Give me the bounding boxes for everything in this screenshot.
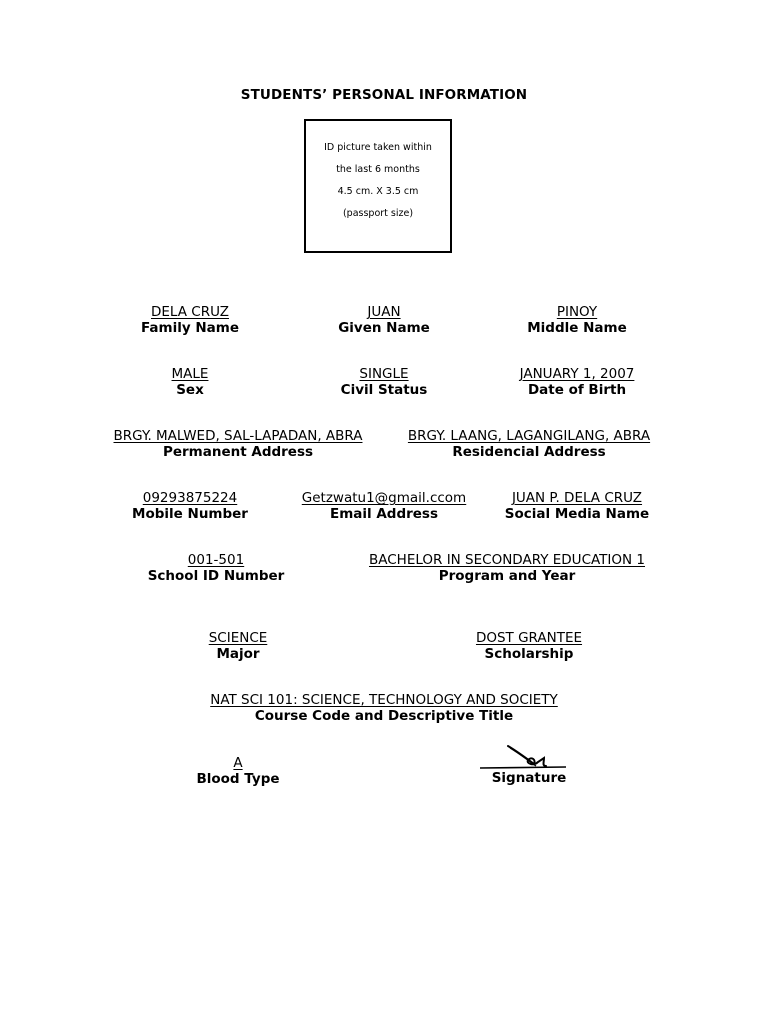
family-name-field: DELA CRUZ Family Name — [141, 304, 239, 336]
photo-instruction-line-3: 4.5 cm. X 3.5 cm — [337, 186, 419, 197]
sex-value: MALE — [171, 366, 209, 382]
blood-type-value: A — [233, 755, 243, 771]
major-label: Major — [216, 645, 260, 662]
date-of-birth-field: JANUARY 1, 2007 Date of Birth — [519, 366, 635, 398]
sex-label: Sex — [176, 381, 204, 398]
photo-instruction-line-4: (passport size) — [342, 208, 414, 219]
major-field: SCIENCE Major — [208, 630, 268, 662]
social-media-name-label: Social Media Name — [504, 505, 650, 522]
civil-status-value: SINGLE — [359, 366, 409, 382]
signature-label: Signature — [491, 770, 567, 786]
residencial-address-field: BRGY. LAANG, LAGANGILANG, ABRA Residenci… — [407, 428, 651, 460]
social-media-name-field: JUAN P. DELA CRUZ Social Media Name — [504, 490, 650, 522]
family-name-value: DELA CRUZ — [151, 304, 229, 320]
course-label: Course Code and Descriptive Title — [254, 707, 514, 724]
id-photo-placeholder: ID picture taken within the last 6 month… — [304, 119, 452, 253]
given-name-label: Given Name — [338, 319, 430, 336]
school-id-number-label: School ID Number — [147, 567, 285, 584]
photo-instruction-line-2: the last 6 months — [336, 164, 420, 175]
social-media-name-value: JUAN P. DELA CRUZ — [511, 490, 643, 506]
middle-name-label: Middle Name — [527, 319, 627, 336]
school-id-number-field: 001-501 School ID Number — [147, 552, 285, 584]
signature-field: Signature — [491, 770, 567, 787]
photo-instruction-line-1: ID picture taken within — [324, 142, 432, 153]
program-and-year-field: BACHELOR IN SECONDARY EDUCATION 1 Progra… — [368, 552, 646, 584]
scholarship-value: DOST GRANTEE — [475, 630, 583, 646]
mobile-number-label: Mobile Number — [132, 505, 248, 522]
residencial-address-value: BRGY. LAANG, LAGANGILANG, ABRA — [407, 428, 651, 444]
permanent-address-field: BRGY. MALWED, SAL-LAPADAN, ABRA Permanen… — [113, 428, 363, 460]
mobile-number-field: 09293875224 Mobile Number — [132, 490, 248, 522]
blood-type-label: Blood Type — [196, 770, 280, 787]
form-title: STUDENTS’ PERSONAL INFORMATION — [240, 87, 528, 103]
major-value: SCIENCE — [208, 630, 268, 646]
program-and-year-value: BACHELOR IN SECONDARY EDUCATION 1 — [368, 552, 646, 568]
mobile-number-value: 09293875224 — [142, 490, 238, 506]
scholarship-label: Scholarship — [484, 645, 574, 662]
school-id-number-value: 001-501 — [187, 552, 245, 568]
middle-name-field: PINOY Middle Name — [527, 304, 627, 336]
residencial-address-label: Residencial Address — [452, 443, 606, 460]
handwritten-signature — [479, 745, 567, 769]
course-field: NAT SCI 101: SCIENCE, TECHNOLOGY AND SOC… — [210, 692, 558, 724]
email-address-field: Getzwatu1@gmail.ccom Email Address — [301, 490, 467, 522]
permanent-address-value: BRGY. MALWED, SAL-LAPADAN, ABRA — [113, 428, 363, 444]
given-name-value: JUAN — [367, 304, 401, 320]
civil-status-field: SINGLE Civil Status — [340, 366, 428, 398]
middle-name-value: PINOY — [556, 304, 598, 320]
email-address-value: Getzwatu1@gmail.ccom — [301, 490, 467, 506]
scholarship-field: DOST GRANTEE Scholarship — [475, 630, 583, 662]
permanent-address-label: Permanent Address — [162, 443, 314, 460]
program-and-year-label: Program and Year — [438, 567, 576, 584]
course-value: NAT SCI 101: SCIENCE, TECHNOLOGY AND SOC… — [210, 692, 558, 708]
civil-status-label: Civil Status — [340, 381, 428, 398]
sex-field: MALE Sex — [171, 366, 209, 398]
date-of-birth-value: JANUARY 1, 2007 — [519, 366, 635, 382]
given-name-field: JUAN Given Name — [338, 304, 430, 336]
blood-type-field: A Blood Type — [196, 755, 280, 787]
email-address-label: Email Address — [329, 505, 439, 522]
date-of-birth-label: Date of Birth — [527, 381, 627, 398]
family-name-label: Family Name — [141, 319, 239, 336]
